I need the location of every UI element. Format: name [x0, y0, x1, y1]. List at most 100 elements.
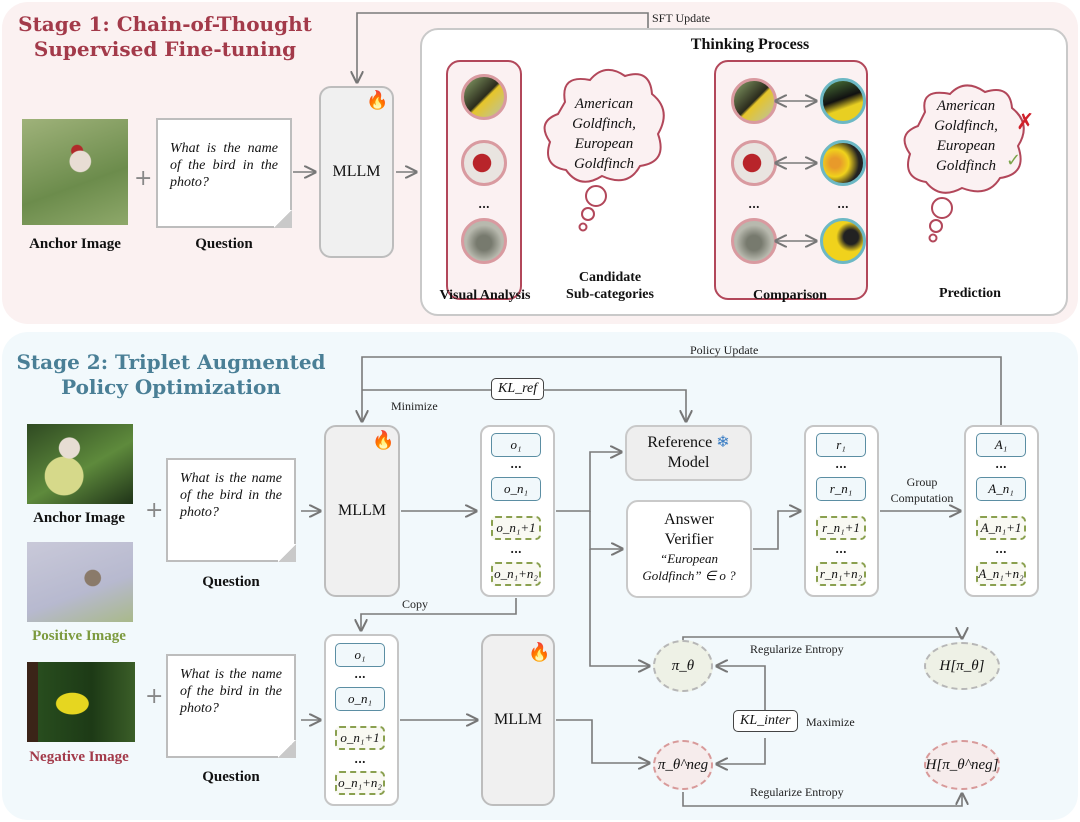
visual-crop-3 [461, 218, 507, 264]
policy-neg-ellipse: π_θ^neg [653, 740, 713, 790]
positive-image [27, 542, 133, 622]
plus-icon: + [145, 498, 164, 523]
reference-model-line2: Model [667, 454, 710, 471]
answer-verifier-box: Answer Verifier “European Goldfinch” ∈ o… [626, 500, 752, 598]
output-cell: o_n₁ [491, 477, 541, 501]
thinking-process-title: Thinking Process [690, 36, 810, 53]
sft-update-label: SFT Update [652, 11, 711, 25]
stage1-anchor-label: Anchor Image [29, 236, 121, 252]
output-cell: o_n₁ [335, 687, 385, 711]
candidates-line1: Candidate [578, 270, 642, 285]
reward-cell: r₁ [816, 433, 866, 457]
policy-ellipse: π_θ [653, 640, 713, 692]
comparison-candidate-crop-3 [820, 218, 866, 264]
group-computation-line1: Group [906, 475, 938, 489]
to-verifier-arrow [589, 511, 622, 549]
verifier-condition-line2: Goldfinch” ∈ o ? [642, 568, 736, 583]
reward-cell-aug: r_n₁+n₂ [816, 562, 866, 586]
reward-cell: r_n₁ [816, 477, 866, 501]
comparison-label: Comparison [753, 288, 827, 303]
kl-ref-box: KL_ref [491, 378, 545, 400]
stage1-mllm-box: MLLM [319, 86, 394, 258]
ellipsis: ... [510, 458, 522, 471]
verifier-condition-line1: “European [659, 551, 719, 566]
advantage-cell-aug: A_n₁+1 [976, 516, 1026, 540]
ellipsis: ... [995, 543, 1007, 556]
positive-image-label: Positive Image [32, 628, 126, 644]
output-cell: o₁ [491, 433, 541, 457]
snowflake-icon: ❄ [716, 434, 730, 451]
visual-crop-1 [461, 74, 507, 120]
stage1-question-text: What is the name of the bird in the phot… [170, 141, 278, 190]
visual-analysis-label: Visual Analysis [439, 288, 531, 303]
stage2-anchor-image [27, 424, 133, 504]
ellipsis: ... [478, 198, 490, 211]
minimize-label: Minimize [391, 399, 438, 413]
stage2-question-card-top: What is the name of the bird in the phot… [166, 458, 296, 562]
stage1-title: Stage 1: Chain-of-Thought Supervised Fin… [10, 12, 320, 62]
stage2-title-line2: Policy Optimization [61, 375, 281, 399]
visual-crop-2 [461, 140, 507, 186]
negative-image [27, 662, 135, 742]
stage1-question-card: What is the name of the bird in the phot… [156, 118, 292, 228]
candidate-subcategories-label: Candidate Sub-categories [550, 269, 670, 303]
stage2-mllm-top: MLLM [324, 425, 400, 597]
negative-image-label: Negative Image [29, 749, 129, 765]
stage2-title: Stage 2: Triplet Augmented Policy Optimi… [16, 350, 326, 400]
comparison-anchor-crop-3 [731, 218, 777, 264]
stage1-title-line2: Supervised Fine-tuning [33, 37, 297, 61]
stage2-anchor-label: Anchor Image [33, 510, 125, 526]
flame-icon: 🔥 [372, 430, 395, 451]
to-reference-arrow [556, 452, 621, 512]
cloud-line: Goldfinch [574, 156, 634, 172]
cloud-line: European [936, 138, 996, 154]
cloud-line: American [574, 96, 634, 112]
cloud-line: Goldfinch, [934, 118, 998, 134]
regularize-entropy-bottom-label: Regularize Entropy [750, 785, 844, 799]
regularize-top-arrow [682, 637, 962, 640]
to-rewards-arrow [753, 511, 800, 550]
ellipsis: ... [835, 458, 847, 471]
candidate-thought-cloud [543, 69, 665, 232]
check-icon: ✓ [1006, 150, 1022, 171]
plus-icon: + [145, 684, 164, 709]
kl-inter-box: KL_inter [733, 710, 798, 732]
copy-label: Copy [402, 597, 429, 611]
candidates-line2: Sub-categories [566, 287, 654, 302]
group-computation-line2: Computation [890, 491, 954, 505]
reference-model-line1: Reference [647, 434, 713, 451]
stage2-question-text: What is the name of the bird in the phot… [180, 471, 282, 520]
reference-model-box: Reference ❄ Model [625, 425, 752, 481]
to-policy-neg-arrow [556, 719, 649, 763]
flame-icon: 🔥 [366, 90, 389, 111]
output-cell-aug: o_n₁+n₂ [491, 562, 541, 586]
reward-cell-aug: r_n₁+1 [816, 516, 866, 540]
answer-verifier-line1: Answer [664, 511, 714, 528]
prediction-thought-cloud [903, 84, 1025, 243]
stage1-question-label: Question [195, 236, 253, 252]
regularize-bottom-arrow [682, 792, 962, 807]
comparison-candidate-crop-2 [820, 140, 866, 186]
cloud-line: Goldfinch, [572, 116, 636, 132]
ellipsis: ... [837, 198, 849, 211]
policy-update-label: Policy Update [690, 343, 759, 357]
group-computation-label: Group Computation [882, 474, 962, 506]
advantage-cell: A_n₁ [976, 477, 1026, 501]
stage1-anchor-image [22, 119, 128, 225]
stage1-title-line1: Stage 1: Chain-of-Thought [18, 12, 312, 36]
ellipsis: ... [995, 458, 1007, 471]
mllm-label: MLLM [494, 711, 542, 728]
cloud-line: European [574, 136, 634, 152]
entropy-ellipse: H[π_θ] [924, 642, 1000, 690]
advantage-cell-aug: A_n₁+n₂ [976, 562, 1026, 586]
stage2-question-label-top: Question [202, 574, 260, 590]
flame-icon: 🔥 [528, 642, 551, 663]
output-cell-aug: o_n₁+n₂ [335, 771, 385, 795]
cloud-line: American [936, 98, 996, 114]
sft-update-arrow [357, 12, 649, 82]
kl-ref-arrow [543, 389, 686, 421]
prediction-cloud-text: American Goldfinch, European Goldfinch [918, 96, 1014, 176]
kl-inter-to-policy-neg-arrow [717, 738, 766, 764]
output-cell: o₁ [335, 643, 385, 667]
